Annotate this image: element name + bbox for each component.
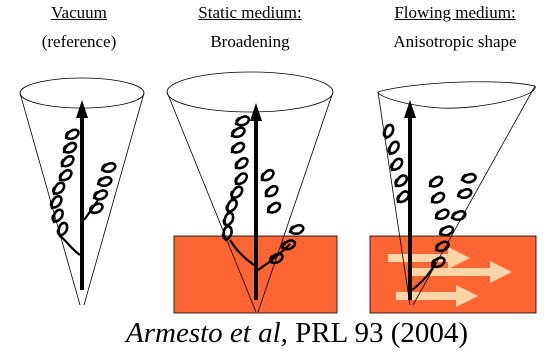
panel-vacuum-title: Vacuum [51, 3, 107, 22]
flow-arrow-icon [388, 247, 512, 307]
panel-flowing-heading: Flowing medium: Anisotropic shape [365, 3, 545, 52]
panel-static-title: Static medium: [198, 3, 302, 22]
citation-reference: PRL 93 (2004) [295, 317, 469, 349]
vacuum-jet-arrow-icon [76, 100, 88, 290]
static-gluon-curl-icon [218, 112, 306, 271]
static-cone-icon [166, 71, 334, 313]
citation-authors: Armesto et al, [126, 317, 288, 349]
panel-static-heading: Static medium: Broadening [165, 3, 335, 52]
flowing-jet-arrow-icon [404, 100, 416, 300]
panel-flowing-subtitle: Anisotropic shape [393, 32, 517, 51]
panel-vacuum-subtitle: (reference) [41, 32, 117, 51]
panel-static-subtitle: Broadening [210, 32, 290, 51]
static-jet-arrow-icon [250, 103, 262, 300]
flowing-gluon-curl-icon [380, 122, 478, 291]
panel-flowing-title: Flowing medium: [394, 3, 516, 22]
citation: Armesto et al, PRL 93 (2004) [126, 316, 468, 350]
panel-vacuum-heading: Vacuum (reference) [18, 3, 140, 52]
vacuum-gluon-curl-icon [49, 126, 118, 256]
